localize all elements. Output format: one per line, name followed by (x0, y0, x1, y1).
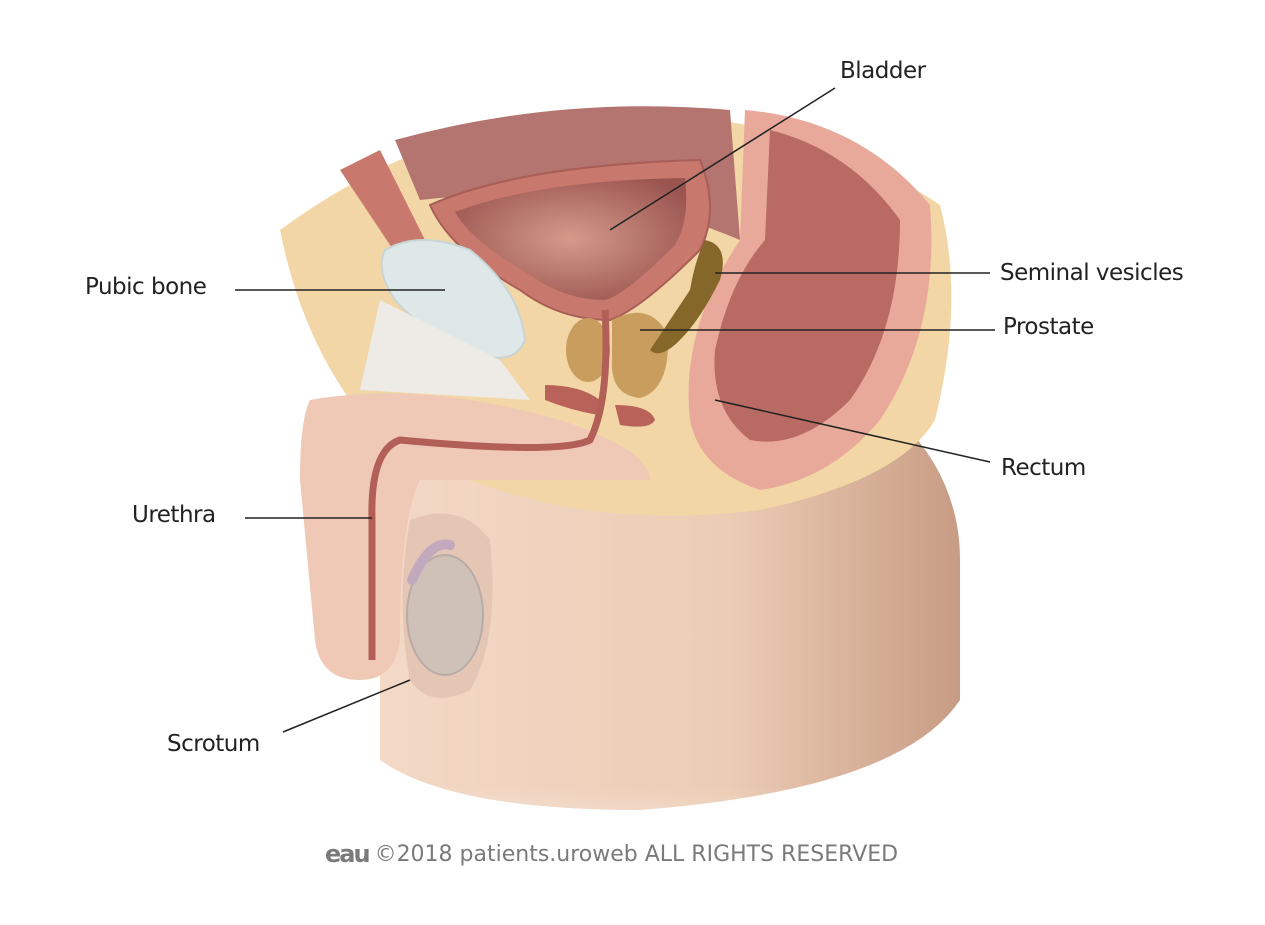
label-rectum: Rectum (1001, 455, 1086, 481)
label-pubic-bone: Pubic bone (85, 274, 207, 300)
copyright-footer: eau ©2018 patients.uroweb ALL RIGHTS RES… (325, 840, 898, 868)
label-prostate: Prostate (1003, 314, 1094, 340)
label-bladder: Bladder (840, 58, 926, 84)
copyright-text: ©2018 patients.uroweb ALL RIGHTS RESERVE… (374, 841, 899, 867)
label-seminal-vesicles: Seminal vesicles (1000, 260, 1184, 286)
label-scrotum: Scrotum (167, 731, 260, 757)
leader-lines (235, 87, 995, 733)
eau-logo: eau (325, 840, 371, 868)
label-urethra: Urethra (132, 502, 216, 528)
